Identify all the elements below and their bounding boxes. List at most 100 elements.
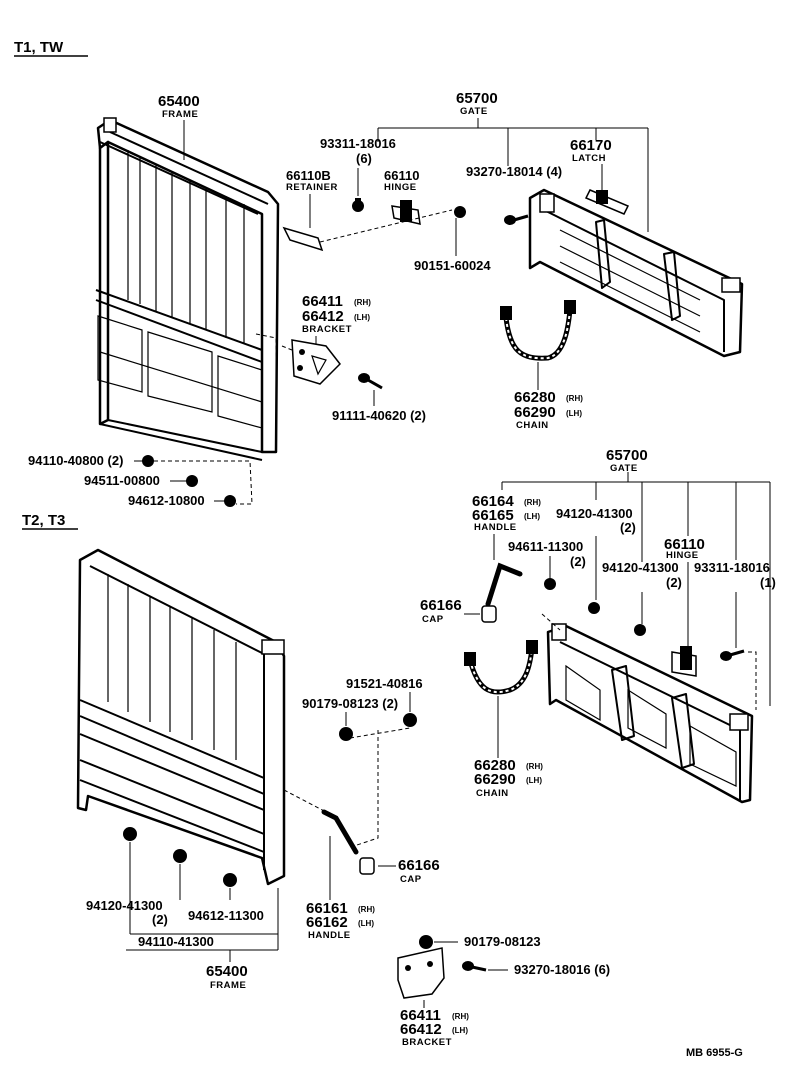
bottom-chain-rh-tag: (RH) bbox=[526, 762, 543, 771]
top-bracket-lh-tag: (LH) bbox=[354, 313, 370, 322]
bottom-cap-icon bbox=[481, 605, 497, 623]
bottom-hinge-number: 66110 bbox=[664, 536, 705, 553]
top-bracket-icon bbox=[291, 339, 341, 385]
top-latch-icon bbox=[584, 189, 630, 215]
bottom-cap2-name: CAP bbox=[400, 874, 422, 885]
bottom-washer-94612-label: 94612-11300 bbox=[188, 908, 264, 923]
top-gate-number: 65700 bbox=[456, 90, 498, 107]
bottom-gate-number: 65700 bbox=[606, 447, 648, 464]
bottom-handle-name: HANDLE bbox=[474, 522, 517, 533]
bottom-bolt-93311-icon bbox=[720, 649, 745, 661]
bottom-handle-lh-tag: (LH) bbox=[524, 512, 540, 521]
top-bracket-name: BRACKET bbox=[302, 324, 352, 335]
top-latch-number: 66170 bbox=[570, 137, 612, 154]
bottom-hinge-name: HINGE bbox=[666, 550, 699, 561]
top-hinge-icon bbox=[391, 200, 421, 225]
bottom-cap-number: 66166 bbox=[420, 597, 462, 614]
top-frame-drawing bbox=[95, 117, 280, 461]
top-hinge-number: 66110 bbox=[384, 168, 419, 183]
bottom-cap2-icon bbox=[359, 857, 375, 875]
top-pin-90151-label: 90151-60024 bbox=[414, 258, 491, 273]
bottom-chain-name: CHAIN bbox=[476, 788, 509, 799]
bottom-handle-lh-number: 66165 bbox=[472, 507, 514, 524]
bottom-handle2-rh-number: 66161 bbox=[306, 900, 348, 917]
bottom-frame-number: 65400 bbox=[206, 963, 248, 980]
bottom-chain-rh-number: 66280 bbox=[474, 757, 516, 774]
bottom-nut-94120c-qty: (2) bbox=[152, 912, 168, 927]
top-pin-90151-icon bbox=[454, 206, 466, 218]
top-nut-94110-icon bbox=[142, 455, 154, 467]
bottom-pin-91521-icon bbox=[403, 713, 417, 727]
bottom-gate-bracket-lines bbox=[501, 472, 771, 706]
top-bolt-91111-label: 91111-40620 (2) bbox=[332, 408, 426, 423]
top-latch-name: LATCH bbox=[572, 153, 606, 164]
bottom-handle2-lh-tag: (LH) bbox=[358, 919, 374, 928]
bottom-washer-94611-icon bbox=[544, 578, 556, 590]
bottom-bracket-icon bbox=[397, 947, 445, 999]
bottom-nut-94120c-icon bbox=[123, 827, 137, 841]
bottom-nut-94120a-qty: (2) bbox=[620, 520, 636, 535]
bottom-chain-icon bbox=[464, 640, 538, 695]
section-label-bottom: T2, T3 bbox=[22, 512, 65, 529]
top-washer-94612-icon bbox=[224, 495, 236, 507]
bottom-gate-drawing bbox=[546, 623, 754, 804]
bottom-bracket-lh-tag: (LH) bbox=[452, 1026, 468, 1035]
top-chain-lh-number: 66290 bbox=[514, 404, 556, 421]
top-bracket-lh-number: 66412 bbox=[302, 308, 344, 325]
bottom-nut-94120b-qty: (2) bbox=[666, 575, 682, 590]
bottom-nut-94120c-label: 94120-41300 bbox=[86, 898, 163, 913]
top-chain-lh-tag: (LH) bbox=[566, 409, 582, 418]
top-chain-rh-number: 66280 bbox=[514, 389, 556, 406]
bottom-chain-lh-tag: (LH) bbox=[526, 776, 542, 785]
top-bracket-rh-tag: (RH) bbox=[354, 298, 371, 307]
bottom-nut-94120a-label: 94120-41300 bbox=[556, 506, 633, 521]
top-chain-name: CHAIN bbox=[516, 420, 549, 431]
top-gate-name: GATE bbox=[460, 106, 488, 117]
bottom-nut-90179b-icon bbox=[419, 935, 433, 949]
bottom-washer-94611-qty: (2) bbox=[570, 554, 586, 569]
top-retainer-icon bbox=[282, 226, 324, 252]
bottom-frame-name: FRAME bbox=[210, 980, 246, 991]
bottom-nut-94110-label: 94110-41300 bbox=[138, 934, 214, 949]
bottom-nut-94110-icon bbox=[173, 849, 187, 863]
section-label-top: T1, TW bbox=[14, 39, 64, 56]
bottom-handle2-icon bbox=[321, 809, 359, 855]
bottom-nut-94120b-label: 94120-41300 bbox=[602, 560, 679, 575]
bottom-bolt-93270-label: 93270-18016 (6) bbox=[514, 962, 610, 977]
bottom-gate-name: GATE bbox=[610, 463, 638, 474]
bottom-washer-94612-icon bbox=[223, 873, 237, 887]
top-bracket-rh-number: 66411 bbox=[302, 293, 343, 310]
top-chain-icon bbox=[500, 300, 576, 361]
bottom-bracket-name: BRACKET bbox=[402, 1037, 452, 1048]
top-frame-name: FRAME bbox=[162, 109, 198, 120]
top-frame-number: 65400 bbox=[158, 93, 200, 110]
bottom-bracket-rh-tag: (RH) bbox=[452, 1012, 469, 1021]
top-bolt-91111-icon bbox=[358, 373, 383, 390]
bottom-handle2-rh-tag: (RH) bbox=[358, 905, 375, 914]
top-bolt-93311-qty: (6) bbox=[356, 151, 372, 166]
bottom-handle-rh-number: 66164 bbox=[472, 493, 514, 510]
bottom-cap-name: CAP bbox=[422, 614, 444, 625]
bottom-bolt-93311-qty: (1) bbox=[760, 575, 776, 590]
bottom-nut-90179-label: 90179-08123 (2) bbox=[302, 696, 398, 711]
top-washer-94511-icon bbox=[186, 475, 198, 487]
top-washer-94612-label: 94612-10800 bbox=[128, 493, 205, 508]
reference-code: MB 6955-G bbox=[686, 1047, 743, 1059]
bottom-handle-icon bbox=[485, 562, 523, 607]
bottom-bracket-rh-number: 66411 bbox=[400, 1007, 441, 1024]
top-gate-bracket-lines bbox=[377, 118, 649, 232]
top-hinge-name: HINGE bbox=[384, 182, 417, 193]
bottom-pin-91521-label: 91521-40816 bbox=[346, 676, 423, 691]
bottom-cap2-number: 66166 bbox=[398, 857, 440, 874]
bottom-nut-90179-icon bbox=[339, 727, 353, 741]
top-nut-94110-label: 94110-40800 (2) bbox=[28, 453, 123, 468]
top-bolt-93311-label: 93311-18016 bbox=[320, 136, 396, 151]
bottom-nut-90179b-label: 90179-08123 bbox=[464, 934, 541, 949]
top-bolt-93270-icon bbox=[504, 214, 529, 225]
top-retainer-number: 66110B bbox=[286, 168, 331, 183]
bottom-hinge-icon bbox=[671, 646, 697, 677]
bottom-bolt-93270-icon bbox=[462, 961, 487, 972]
bottom-nut-94120b-icon bbox=[634, 624, 646, 636]
bottom-chain-lh-number: 66290 bbox=[474, 771, 516, 788]
